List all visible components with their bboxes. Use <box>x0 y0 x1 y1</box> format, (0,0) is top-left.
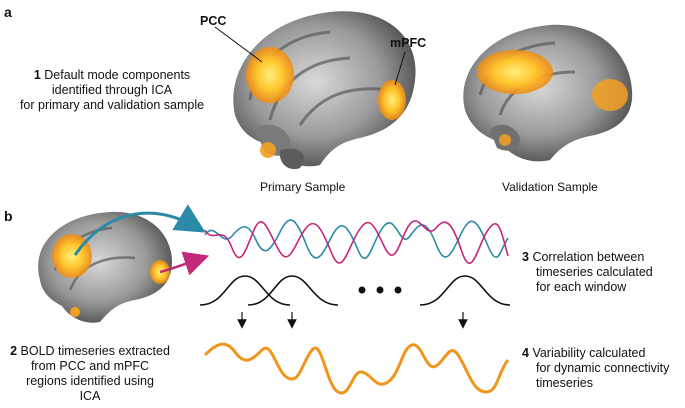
step-1-text: 1 Default mode components identified thr… <box>0 68 224 113</box>
step-2-line-4: ICA <box>79 389 101 403</box>
step-1-line-3: for primary and validation sample <box>19 98 205 112</box>
primary-sample-caption: Primary Sample <box>260 180 346 194</box>
step-4-line-1: Variability calculated <box>532 346 646 360</box>
mpfc-leader-line <box>394 51 406 86</box>
step-1-number: 1 <box>33 68 41 82</box>
step-3-line-2: timeseries calculated <box>536 265 653 279</box>
step-2-line-2: from PCC and mPFC <box>30 359 150 373</box>
step-2-text: 2 BOLD timeseries extracted from PCC and… <box>0 344 180 404</box>
panel-b-brain-image <box>38 211 172 323</box>
panel-b-letter: b <box>4 208 13 224</box>
window-curve-2 <box>247 275 339 306</box>
step-2-number: 2 <box>10 344 18 358</box>
step-2-line-1: BOLD timeseries extracted <box>20 344 170 358</box>
pcc-activation <box>246 47 294 103</box>
validation-pcc-activation <box>477 50 553 94</box>
validation-sample-caption: Validation Sample <box>502 180 598 194</box>
magenta-timeseries-line <box>204 220 509 264</box>
pcc-to-timeseries-arrow <box>73 204 206 256</box>
window-curve-1 <box>199 275 291 306</box>
step-4-line-2: for dynamic connectivity <box>536 361 670 375</box>
mpfc-label: mPFC <box>390 36 427 50</box>
step-3-text: 3 Correlation between timeseries calcula… <box>522 250 682 295</box>
step-1-line-1: Default mode components <box>44 68 191 82</box>
step-4-number: 4 <box>522 346 529 360</box>
step-4-text: 4 Variability calculated for dynamic con… <box>522 346 682 391</box>
validation-mpfc-activation <box>592 79 628 111</box>
mpfc-to-timeseries-arrow <box>159 251 210 276</box>
panel-a-letter: a <box>4 4 12 20</box>
ellipsis-dot-3 <box>394 286 402 294</box>
window-curve-last <box>419 275 511 306</box>
dynamic-connectivity-line <box>203 342 510 395</box>
step-3-line-1: Correlation between <box>532 250 645 264</box>
step-2-line-3: regions identified using <box>26 374 154 388</box>
validation-brain-image <box>463 24 633 162</box>
ellipsis-dot-1 <box>358 286 366 294</box>
step-4-line-3: timeseries <box>536 376 593 390</box>
mpfc-activation <box>378 80 406 120</box>
blue-timeseries-line <box>204 219 509 260</box>
step-1-line-2: identified through ICA <box>51 83 173 97</box>
step-3-number: 3 <box>522 250 529 264</box>
pcc-leader-line <box>214 26 263 63</box>
primary-brain-image <box>233 11 416 170</box>
step-3-line-3: for each window <box>536 280 627 294</box>
pcc-label: PCC <box>200 14 227 28</box>
ellipsis-dot-2 <box>376 286 384 294</box>
